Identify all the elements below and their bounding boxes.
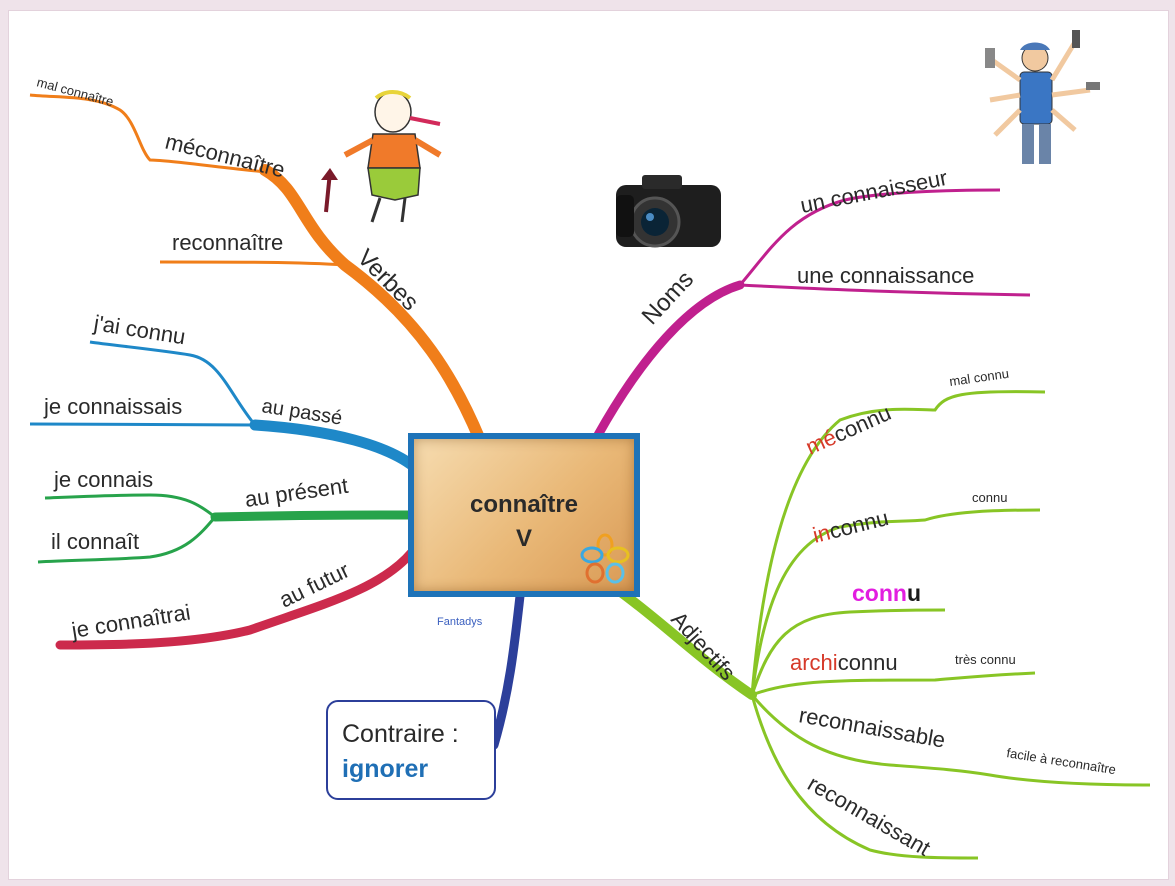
central-node: connaître V	[408, 433, 640, 597]
adj-reconnaissant-line	[750, 694, 979, 860]
connu-highlight: conn	[852, 580, 907, 606]
archiconnu-root: connu	[838, 650, 898, 675]
facile-label: facile à reconnaître	[1006, 745, 1118, 777]
noms-main-branch	[593, 280, 745, 440]
verbes-main-branch	[259, 164, 486, 446]
center-title: connaître	[469, 491, 579, 518]
passe-connaissais-line	[29, 422, 256, 427]
noms-label: Noms	[637, 266, 699, 330]
contraire-value: ignorer	[342, 755, 429, 783]
noms-connaissance-line	[739, 283, 1031, 297]
fantadys-credit: Fantadys	[437, 616, 483, 628]
inconnu-prefix: in	[810, 519, 833, 547]
reconnaissable-label: reconnaissable	[797, 702, 947, 752]
connaisseur-label: un connaisseur	[798, 165, 949, 218]
connaissance-label: une connaissance	[797, 263, 974, 288]
inconnu-label: inconnu	[810, 505, 891, 548]
connais-label: je connais	[53, 467, 153, 492]
verbes-reconnaitre-line	[159, 260, 346, 267]
present-connait-line	[37, 516, 217, 564]
dancer-figure	[321, 90, 442, 223]
handyman-figure	[985, 30, 1100, 164]
meconnu-root: connu	[830, 400, 895, 447]
connu-rest: u	[907, 580, 921, 606]
mal-connu-label: mal connu	[948, 366, 1009, 389]
connait-label: il connaît	[51, 529, 139, 554]
adj-meconnu-line	[750, 390, 1046, 696]
tres-connu-label: très connu	[955, 652, 1016, 667]
contraire-label: Contraire :	[342, 720, 459, 748]
reconnaitre-label: reconnaître	[172, 230, 283, 255]
connaitrai-label: je connaîtrai	[69, 599, 192, 643]
futur-main-branch	[55, 547, 417, 650]
connu-note-label: connu	[972, 490, 1007, 505]
inconnu-root: connu	[827, 505, 891, 544]
camera-icon	[616, 175, 721, 248]
archiconnu-prefix: archi	[790, 650, 838, 675]
adj-reconnaissable-line	[750, 694, 1151, 787]
passe-jaiconnu-line	[89, 340, 257, 426]
present-connais-line	[44, 493, 216, 519]
present-main-branch	[210, 510, 419, 522]
verbes-meconnaitre-line	[29, 93, 269, 174]
adjectifs-label: Adjectifs	[666, 607, 740, 686]
connu-label: connu	[852, 580, 921, 606]
adj-connu-line	[750, 608, 946, 696]
passe-main-branch	[249, 419, 424, 476]
center-subtitle: V	[515, 525, 532, 552]
archiconnu-label: archiconnu	[790, 650, 898, 675]
meconnu-label: méconnu	[802, 400, 895, 460]
noms-connaisseur-line	[738, 188, 1001, 286]
meconnaitre-label: méconnaître	[163, 129, 288, 183]
reconnaissant-label: reconnaissant	[804, 771, 935, 861]
adjectifs-main-branch	[613, 585, 757, 700]
fantadys-logo-icon	[580, 533, 630, 584]
adj-archiconnu-line	[751, 671, 1036, 697]
contraire-branch	[489, 591, 525, 750]
connaissais-label: je connaissais	[43, 394, 182, 419]
mal-connaitre-label: mal connaître	[35, 74, 115, 109]
present-label: au présent	[243, 473, 349, 512]
adj-inconnu-line	[750, 508, 1041, 696]
contraire-node: Contraire : ignorer	[326, 700, 496, 800]
